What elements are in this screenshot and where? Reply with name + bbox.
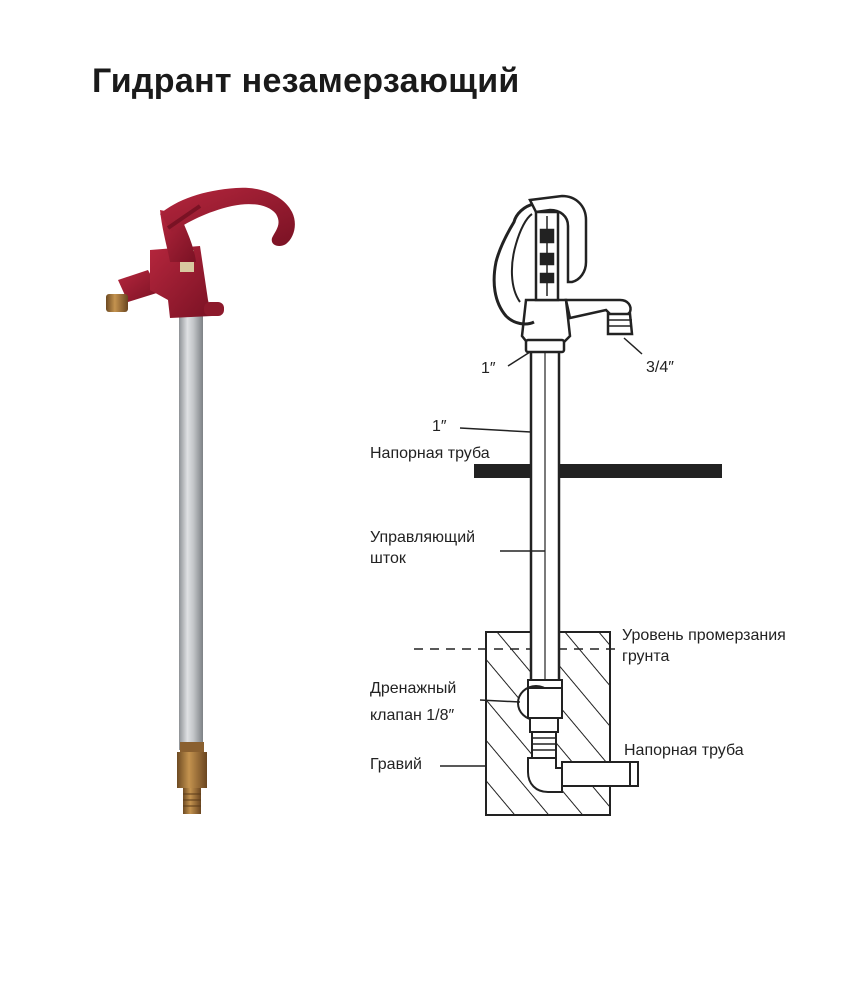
inlet-elbow (527, 757, 639, 793)
label-gravel: Гравий (370, 756, 422, 773)
label-frost-level-line1: Уровень промерзания (622, 627, 786, 644)
label-pressure-pipe: Напорная труба (370, 445, 490, 462)
leader-outlet (623, 337, 643, 355)
page-title: Гидрант незамерзающий (92, 62, 520, 100)
leader-drain-valve (479, 699, 521, 703)
ground-surface (474, 464, 722, 478)
leader-top-pipe (507, 351, 531, 367)
label-pipe-size: 1″ (432, 418, 447, 435)
leader-pipe-size (459, 427, 532, 433)
hydrant-photo (106, 187, 295, 814)
label-control-rod-line1: Управляющий (370, 529, 475, 546)
hydrant-diagram: 1″ 3/4″ 1″ Напорная труба Управляющий шт… (370, 194, 786, 816)
photo-pipe (179, 312, 203, 750)
photo-coupling-ring (180, 742, 204, 752)
label-drain-valve-line2: клапан 1/8″ (370, 707, 455, 724)
label-drain-valve-line1: Дренажный (370, 680, 456, 697)
photo-hydrant-head (106, 187, 295, 318)
leader-lines (440, 337, 643, 767)
photo-brass-coupling (177, 752, 207, 788)
label-top-pipe-size: 1″ (481, 360, 496, 377)
label-control-rod-line2: шток (370, 550, 407, 567)
photo-brass-outlet (106, 294, 128, 312)
drain-valve (517, 679, 563, 759)
label-outlet-size: 3/4″ (646, 359, 674, 376)
diagram-pipe (529, 346, 561, 684)
photo-brass-nipple (183, 788, 201, 814)
label-frost-level-line2: грунта (622, 648, 670, 665)
label-inlet-pipe: Напорная труба (624, 742, 744, 759)
diagram-hydrant-head (492, 194, 634, 354)
